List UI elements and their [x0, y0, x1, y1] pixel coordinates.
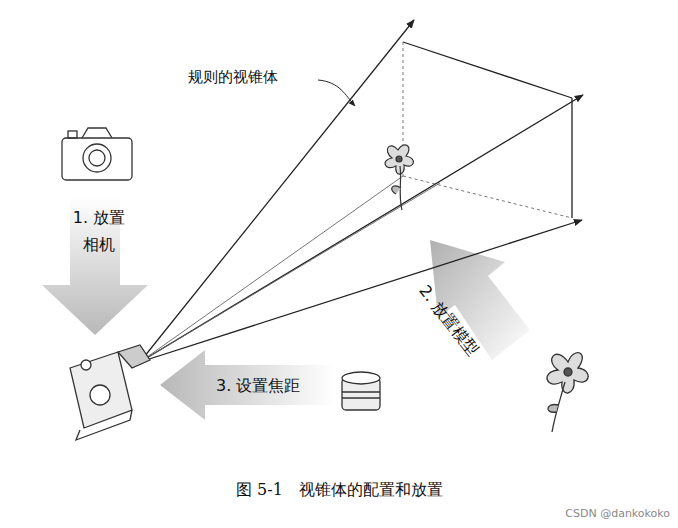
frustum-label: 规则的视锥体 [188, 66, 278, 89]
step-label: 3. 设置焦距 [216, 374, 300, 398]
watermark: CSDN @dankokoko [565, 506, 670, 523]
caption: 图 5-1 视锥体的配置和放置 [236, 478, 443, 502]
step-label: 1. 放置 相机 [68, 204, 130, 258]
